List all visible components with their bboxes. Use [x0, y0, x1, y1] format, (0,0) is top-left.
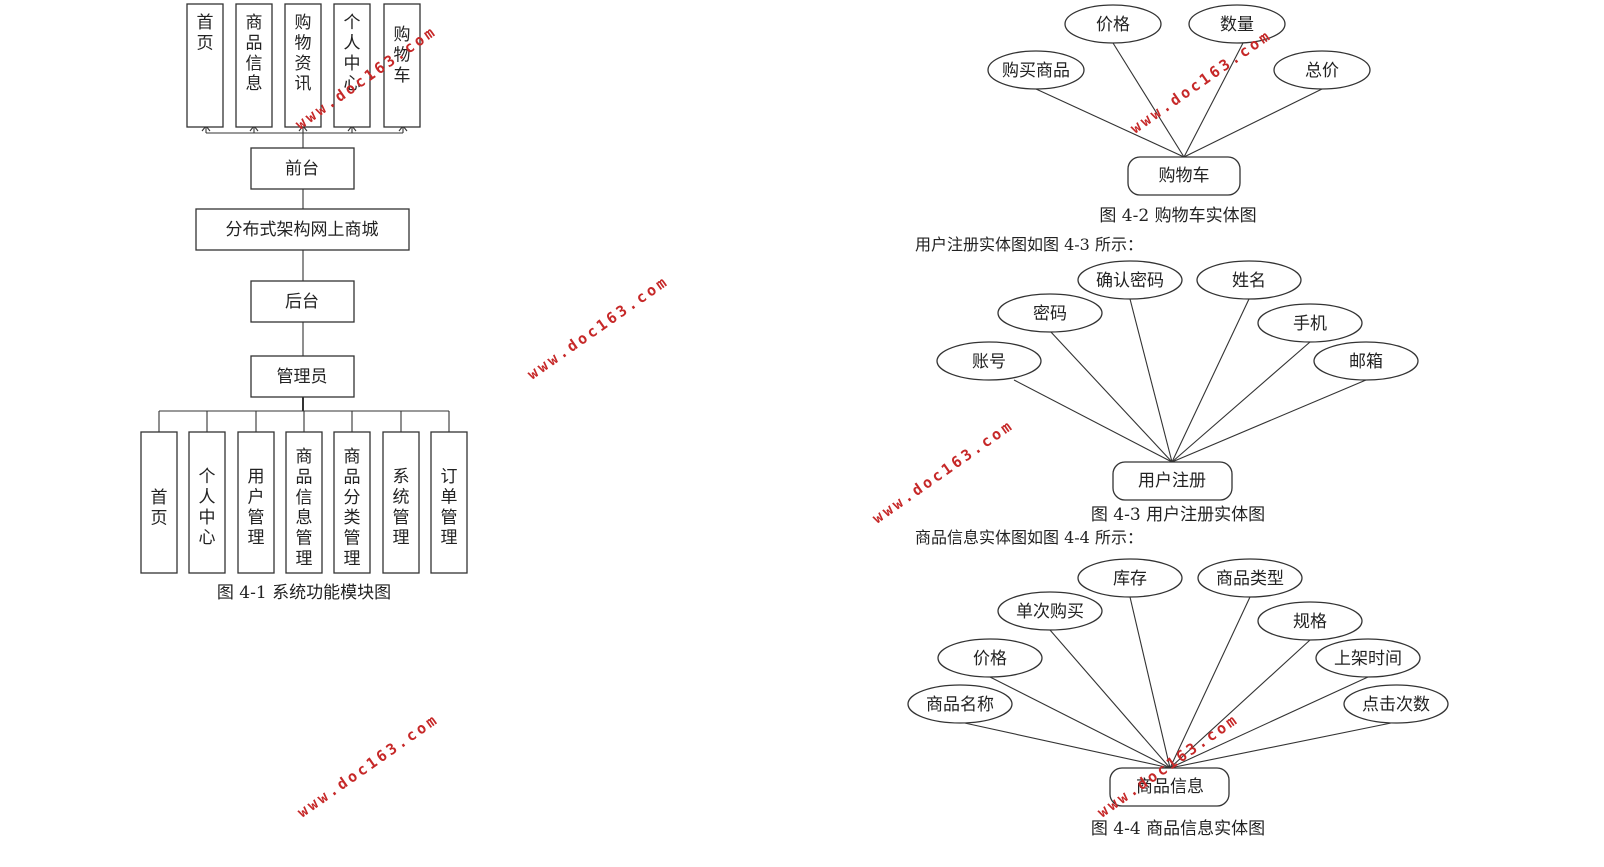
product-intro-text: 商品信息实体图如图 4-4 所示： [915, 528, 1143, 547]
watermark-4: www.doc163.com [869, 416, 1017, 527]
watermark-2: www.doc163.com [294, 710, 442, 821]
cart-entity-box [1127, 156, 1241, 196]
product-attr-ellipse-7 [1343, 684, 1449, 724]
register-intro-text: 用户注册实体图如图 4-3 所示： [915, 235, 1143, 254]
register-attr-ellipse-5 [1313, 341, 1419, 381]
register-attr-1: 密码 [1033, 304, 1067, 324]
register-er-diagram: 账号 密码 确认密码 姓名 手机 邮箱 用户注册 图 4-3 用户注册实体图 [936, 260, 1419, 525]
frontend-box [250, 147, 355, 190]
frontend-label: 前台 [285, 159, 319, 179]
watermark-3: www.doc163.com [1127, 26, 1275, 137]
figure-4-4-caption: 图 4-4 商品信息实体图 [1091, 819, 1265, 839]
cart-attr-ellipse-3 [1273, 50, 1371, 90]
product-attr-ellipse-4 [1197, 558, 1303, 598]
product-attr-ellipse-6 [1315, 638, 1421, 678]
product-attr-3: 库存 [1113, 569, 1147, 589]
backend-box [250, 280, 355, 323]
bottom-module-label-1: 个人中心 [199, 467, 216, 548]
register-attr-0: 账号 [972, 352, 1006, 372]
bottom-module-box-1: 个人中心 [188, 431, 226, 574]
register-attr-ellipse-2 [1077, 260, 1183, 300]
bottom-module-label-6: 订单管理 [441, 467, 458, 548]
bottom-module-label-2: 用户管理 [248, 467, 265, 548]
product-entity-box [1109, 767, 1230, 807]
cart-attr-2: 数量 [1220, 15, 1254, 35]
bottom-module-box-6: 订单管理 [430, 431, 468, 574]
product-attr-ellipse-0 [907, 684, 1013, 724]
product-attr-5: 规格 [1293, 612, 1327, 632]
watermarks: www.doc163.com www.doc163.com www.doc163… [292, 22, 1275, 821]
figure-4-3-caption: 图 4-3 用户注册实体图 [1091, 505, 1265, 525]
top-module-box-2: 购物资讯 [284, 3, 322, 128]
cart-attr-ellipse-1 [1064, 4, 1162, 44]
register-attr-5: 邮箱 [1349, 352, 1383, 372]
bottom-module-label-0: 首页 [151, 488, 168, 528]
figure-4-2-caption: 图 4-2 购物车实体图 [1099, 206, 1256, 226]
register-attr-ellipse-1 [997, 293, 1103, 333]
root-box [195, 208, 410, 251]
product-attr-ellipse-1 [937, 638, 1043, 678]
watermark-1: www.doc163.com [524, 272, 672, 383]
cart-attr-ellipse-0 [987, 50, 1085, 90]
register-attr-ellipse-3 [1196, 260, 1302, 300]
bottom-module-label-3: 商品信息管理 [296, 447, 313, 569]
product-attr-ellipse-5 [1257, 601, 1363, 641]
product-attr-7: 点击次数 [1362, 695, 1430, 715]
cart-attr-0: 购买商品 [1002, 61, 1070, 81]
product-attr-2: 单次购买 [1016, 602, 1084, 622]
cart-entity-label: 购物车 [1159, 166, 1210, 186]
product-attr-1: 价格 [973, 649, 1007, 669]
top-module-box-4: 购物车 [383, 3, 421, 128]
bottom-module-box-2: 用户管理 [237, 431, 275, 574]
bottom-module-box-3: 商品信息管理 [285, 431, 323, 574]
register-attr-2: 确认密码 [1096, 271, 1164, 291]
bottom-module-box-5: 系统管理 [382, 431, 420, 574]
cart-attr-ellipse-2 [1188, 4, 1286, 44]
top-module-label-3: 个人中心 [344, 13, 361, 94]
register-entity-label: 用户注册 [1138, 471, 1206, 491]
product-attr-ellipse-2 [997, 591, 1103, 631]
register-attr-ellipse-4 [1257, 303, 1363, 343]
register-attr-3: 姓名 [1232, 271, 1266, 291]
cart-attr-3: 总价 [1305, 61, 1339, 81]
top-module-label-4: 购物车 [394, 25, 411, 86]
bottom-module-label-4: 商品分类管理 [344, 447, 361, 569]
cart-er-diagram: 购买商品 价格 数量 总价 购物车 图 4-2 购物车实体图 [987, 4, 1371, 226]
top-module-box-1: 商品信息 [235, 3, 273, 128]
admin-box [250, 355, 355, 398]
bottom-module-box-4: 商品分类管理 [333, 431, 371, 574]
top-module-label-1: 商品信息 [246, 13, 263, 94]
bottom-module-label-5: 系统管理 [393, 467, 410, 548]
top-module-label-2: 购物资讯 [295, 13, 312, 94]
top-module-box-0: 首页 [186, 3, 224, 128]
register-attr-4: 手机 [1293, 314, 1327, 334]
product-attr-6: 上架时间 [1334, 649, 1402, 669]
product-attr-4: 商品类型 [1216, 569, 1284, 589]
product-attr-0: 商品名称 [926, 695, 994, 715]
root-label: 分布式架构网上商城 [226, 220, 379, 240]
bottom-module-box-0: 首页 [140, 431, 178, 574]
cart-attr-1: 价格 [1096, 15, 1130, 35]
product-entity-label: 商品信息 [1136, 777, 1204, 797]
top-module-box-3: 个人中心 [333, 3, 371, 128]
module-diagram: 首页 商品信息 购物资讯 个人中心 购物车 前台 分布式架构网上商城 后台 [140, 3, 468, 603]
product-er-diagram: 商品名称 价格 单次购买 库存 商品类型 规格 上架时间 点击次数 商品信息 图… [907, 558, 1449, 839]
admin-label: 管理员 [277, 367, 328, 387]
figure-4-1-caption: 图 4-1 系统功能模块图 [217, 583, 391, 603]
product-attr-ellipse-3 [1077, 558, 1183, 598]
backend-label: 后台 [285, 292, 319, 312]
top-module-label-0: 首页 [197, 13, 214, 53]
register-attr-ellipse-0 [936, 341, 1042, 381]
register-entity-box [1112, 461, 1233, 501]
